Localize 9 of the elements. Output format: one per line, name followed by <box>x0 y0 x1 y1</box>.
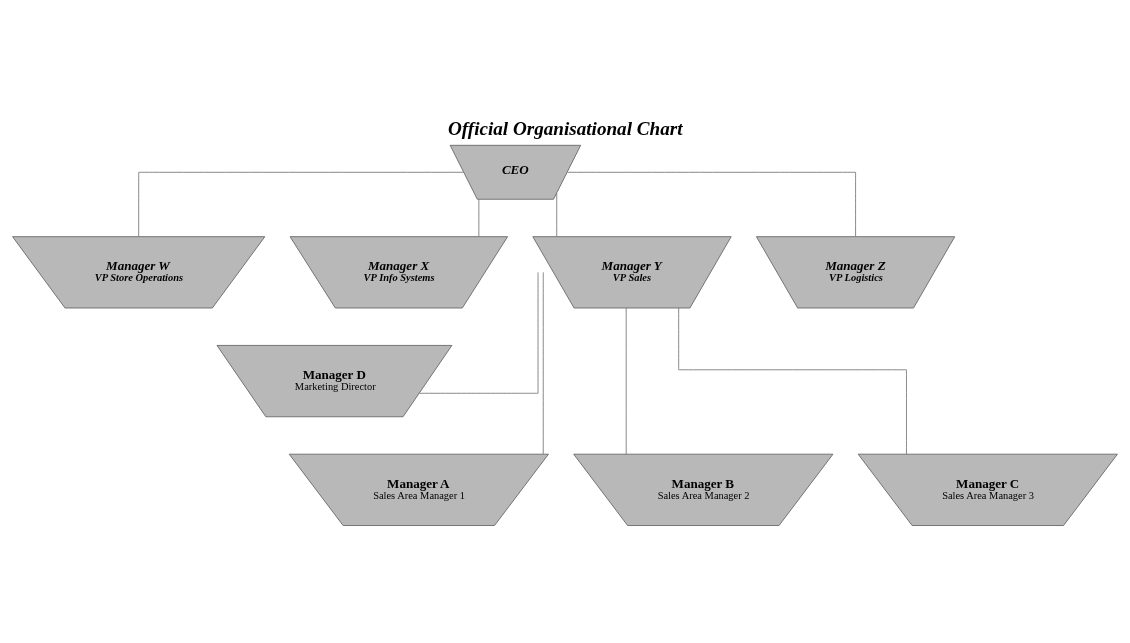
connector <box>418 272 539 394</box>
connector <box>138 171 464 237</box>
connector <box>567 171 857 237</box>
connector <box>556 192 558 238</box>
diagram-title: Official Organisational Chart <box>447 118 683 140</box>
connector <box>478 198 480 238</box>
connector <box>542 271 544 455</box>
connector <box>678 307 907 455</box>
connector <box>625 307 627 455</box>
